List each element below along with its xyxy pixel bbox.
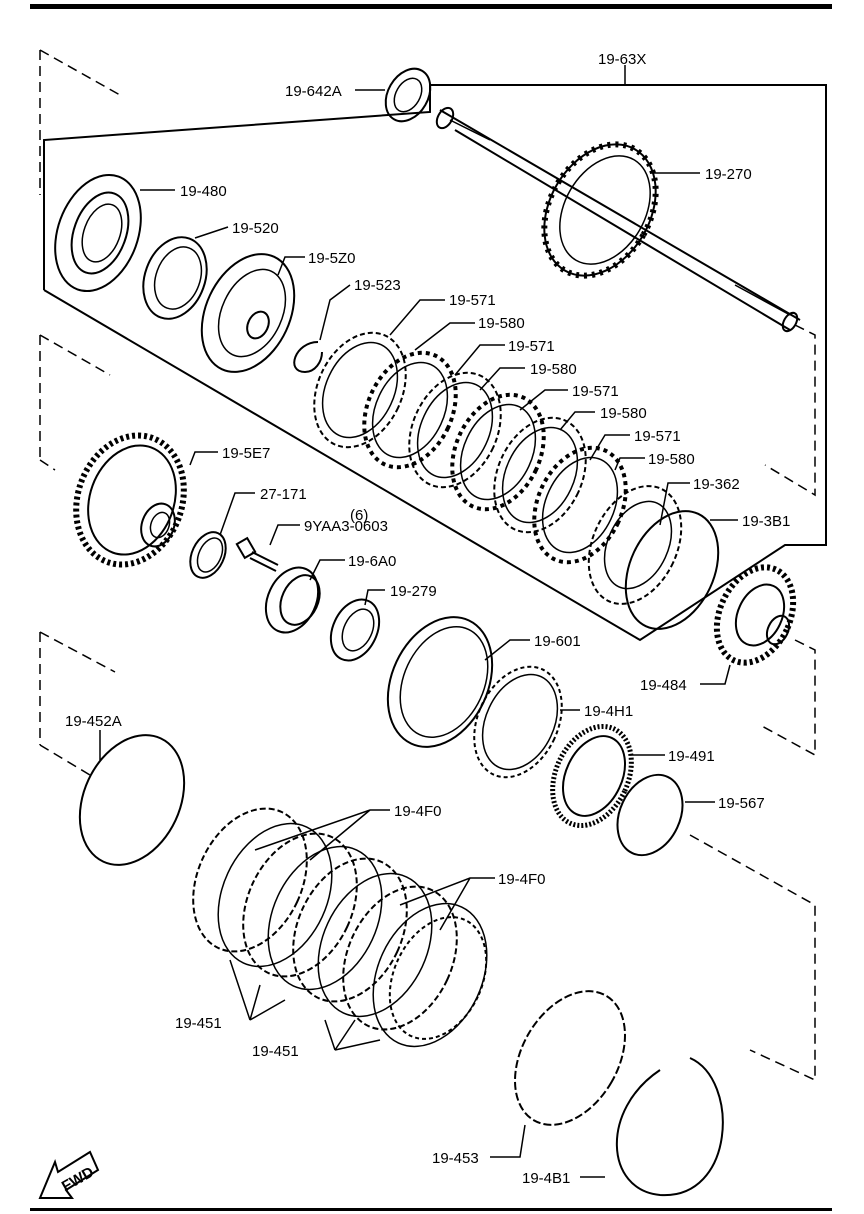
label-19-571-d: 19-571 xyxy=(634,428,681,445)
label-19-580-c: 19-580 xyxy=(600,405,647,422)
part-19-4H1-spring xyxy=(473,665,563,779)
label-19-567: 19-567 xyxy=(718,795,765,812)
part-19-63X-shaft xyxy=(435,106,801,333)
label-19-523: 19-523 xyxy=(354,277,401,294)
label-19-484: 19-484 xyxy=(640,677,687,694)
part-19-279-seal xyxy=(329,598,381,662)
part-19-453-ring xyxy=(514,990,626,1126)
part-27-171-ring xyxy=(189,531,227,579)
part-19-270-drum xyxy=(541,141,659,279)
part-19-5E7-carrier xyxy=(73,432,187,568)
label-19-4F0-a: 19-4F0 xyxy=(394,803,442,820)
part-19-520-ring xyxy=(142,236,208,320)
upper-clutch-plates xyxy=(313,331,628,565)
part-19-6A0-bearing-retainer xyxy=(264,566,321,634)
part-19-567-snap-ring xyxy=(616,773,684,857)
part-19-480-seal xyxy=(54,173,142,293)
label-19-642A: 19-642A xyxy=(285,83,342,100)
label-19-571-a: 19-571 xyxy=(449,292,496,309)
label-19-571-b: 19-571 xyxy=(508,338,555,355)
part-19-523-snap-ring xyxy=(293,341,323,374)
label-19-3B1: 19-3B1 xyxy=(742,513,790,530)
part-19-484-gear xyxy=(713,564,797,666)
label-qty-6: (6) xyxy=(350,507,368,524)
label-27-171: 27-171 xyxy=(260,486,307,503)
label-9YAA3-0603: 9YAA3-0603 xyxy=(304,518,388,535)
fwd-arrow-icon: FWD xyxy=(38,1150,100,1199)
label-19-451-a: 19-451 xyxy=(175,1015,222,1032)
label-19-601: 19-601 xyxy=(534,633,581,650)
label-19-491: 19-491 xyxy=(668,748,715,765)
label-19-453: 19-453 xyxy=(432,1150,479,1167)
dashed-guides xyxy=(39,49,816,1082)
lower-clutch-plates xyxy=(192,807,488,1048)
part-labels: 19-63X 19-642A 19-270 19-480 19-520 19-5… xyxy=(65,51,790,1187)
label-19-5Z0: 19-5Z0 xyxy=(308,250,356,267)
label-19-5E7: 19-5E7 xyxy=(222,445,270,462)
part-19-601-drum xyxy=(386,616,494,748)
part-19-4B1-snap-ring xyxy=(615,1057,724,1197)
label-19-480: 19-480 xyxy=(180,183,227,200)
label-19-571-c: 19-571 xyxy=(572,383,619,400)
part-19-642A-bearing xyxy=(384,67,432,123)
label-19-6A0: 19-6A0 xyxy=(348,553,396,570)
part-19-3B1-snap-ring xyxy=(624,510,720,630)
label-19-451-b: 19-451 xyxy=(252,1043,299,1060)
label-19-270: 19-270 xyxy=(705,166,752,183)
label-19-63X: 19-63X xyxy=(598,51,646,68)
part-9YAA3-0603-bolt xyxy=(235,536,279,572)
label-19-580-b: 19-580 xyxy=(530,361,577,378)
part-19-491-one-way-clutch xyxy=(550,723,634,829)
assembly-outline xyxy=(43,84,827,642)
label-19-4F0-b: 19-4F0 xyxy=(498,871,546,888)
label-19-4H1: 19-4H1 xyxy=(584,703,633,720)
label-19-580-d: 19-580 xyxy=(648,451,695,468)
part-19-5Z0-piston xyxy=(200,253,296,373)
leader-lines xyxy=(99,65,738,1178)
label-19-520: 19-520 xyxy=(232,220,279,237)
bottom-border xyxy=(30,1208,832,1211)
part-19-362-plate xyxy=(587,485,683,605)
label-19-452A: 19-452A xyxy=(65,713,122,730)
part-19-452A-ring xyxy=(78,734,186,866)
label-19-279: 19-279 xyxy=(390,583,437,600)
label-19-4B1: 19-4B1 xyxy=(522,1170,570,1187)
label-19-362: 19-362 xyxy=(693,476,740,493)
top-border xyxy=(30,4,832,9)
label-19-580-a: 19-580 xyxy=(478,315,525,332)
